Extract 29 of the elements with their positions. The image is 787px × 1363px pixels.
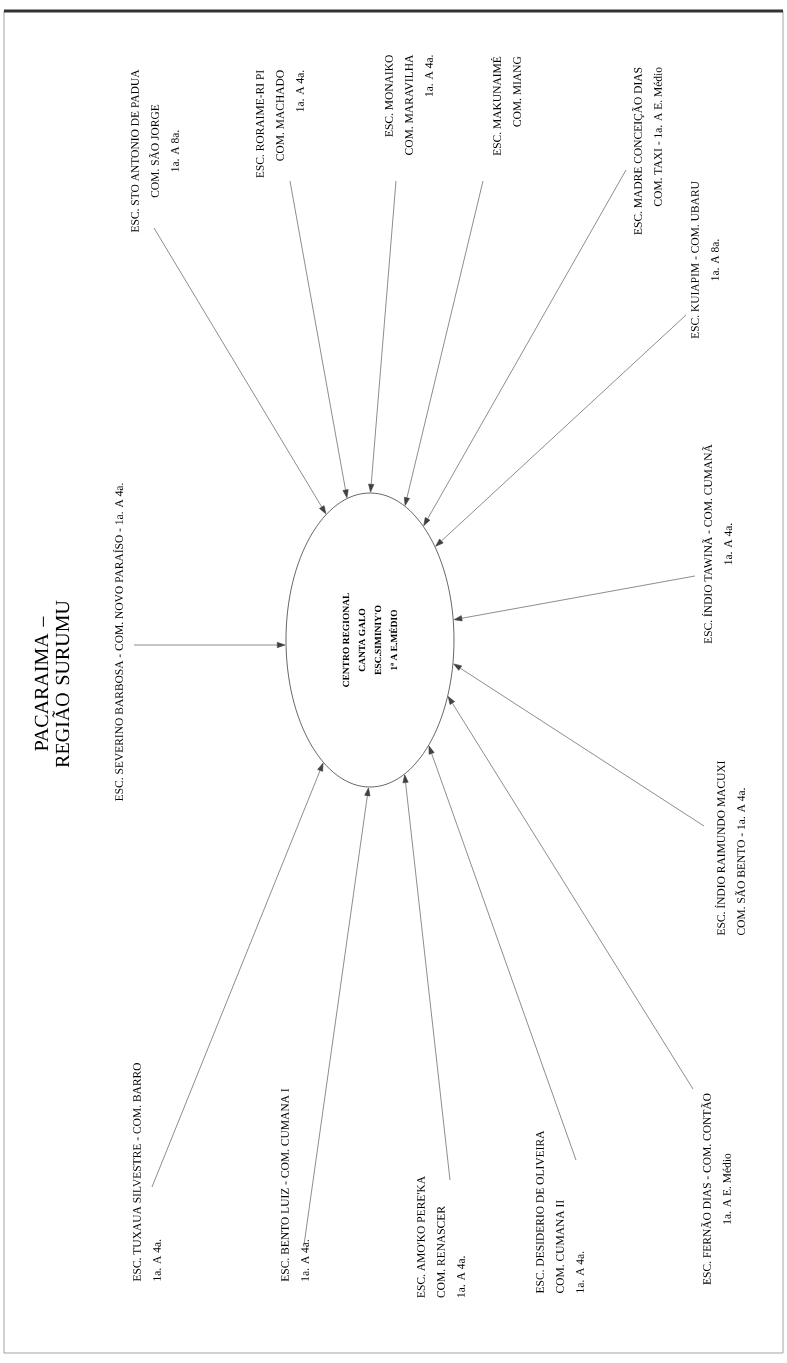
school-label: ESC. SEVERINO BARBOSA - COM. NOVO PARAÍSO - 1a. A 4a. <box>112 483 123 802</box>
school-label: ESC. MONAIKO COM. MARAVILHA 1a. A 4a. <box>385 54 433 155</box>
school-label: ESC. MAKUNAIMÉ COM. MIANG <box>490 56 521 156</box>
school-label: ESC. STO ANTONIO DE PADUA COM. SÃO JORGE 1a. A 8a. <box>131 69 179 233</box>
school-label: ESC. RORAIME-RI PI COM. MACHADO 1a. A 4a. <box>256 70 304 178</box>
arrow <box>423 169 627 526</box>
arrow <box>428 745 577 1161</box>
arrow <box>133 642 286 648</box>
school-label: ESC. DESIDERIO DE OLIVEIRA COM. CUMANA II 1a. A 4a. <box>536 1130 584 1294</box>
arrow <box>404 180 484 506</box>
arrow <box>153 227 327 514</box>
arrow <box>435 314 687 547</box>
arrow <box>151 762 324 1188</box>
school-label: ESC. AMO'KO PERE'KA COM. RENASCER 1a. A 4a. <box>417 1176 465 1298</box>
arrow <box>453 575 696 622</box>
arrow <box>453 663 705 827</box>
arrow <box>402 774 451 1181</box>
school-label: ESC. BENTO LUIZ - COM. CUMANA I 1a. A 4a. <box>281 1088 309 1282</box>
school-label: ESC. ÍNDIO TAWINÃ - COM. CUMANÃ 1a. A 4a. <box>701 444 732 644</box>
arrow <box>447 696 694 1090</box>
school-label: ESC. MADRE CONCEIÇÃO DIAS COM. TAXI - 1a. A E. Médio <box>632 67 662 235</box>
school-label: ESC. TUXAUA SILVESTRE - COM. BARRO 1a. A 4a. <box>133 1063 161 1282</box>
arrow <box>368 180 397 493</box>
arrow <box>303 787 371 1246</box>
school-label: ESC. ÍNDIO RAIMUNDO MACUXI COM. SÃO BENTO - 1a. A 4a. <box>714 760 745 936</box>
school-label: ESC. FERNÃO DIAS - COM. CONTÃO 1a. A E. Médio <box>701 1093 731 1285</box>
arrow <box>289 180 349 498</box>
school-label: ESC. KUIAPIM - COM. UBARU 1a. A 8a. <box>691 181 719 339</box>
title: PACARAIMA – REGIÃO SURUMU <box>34 600 70 768</box>
